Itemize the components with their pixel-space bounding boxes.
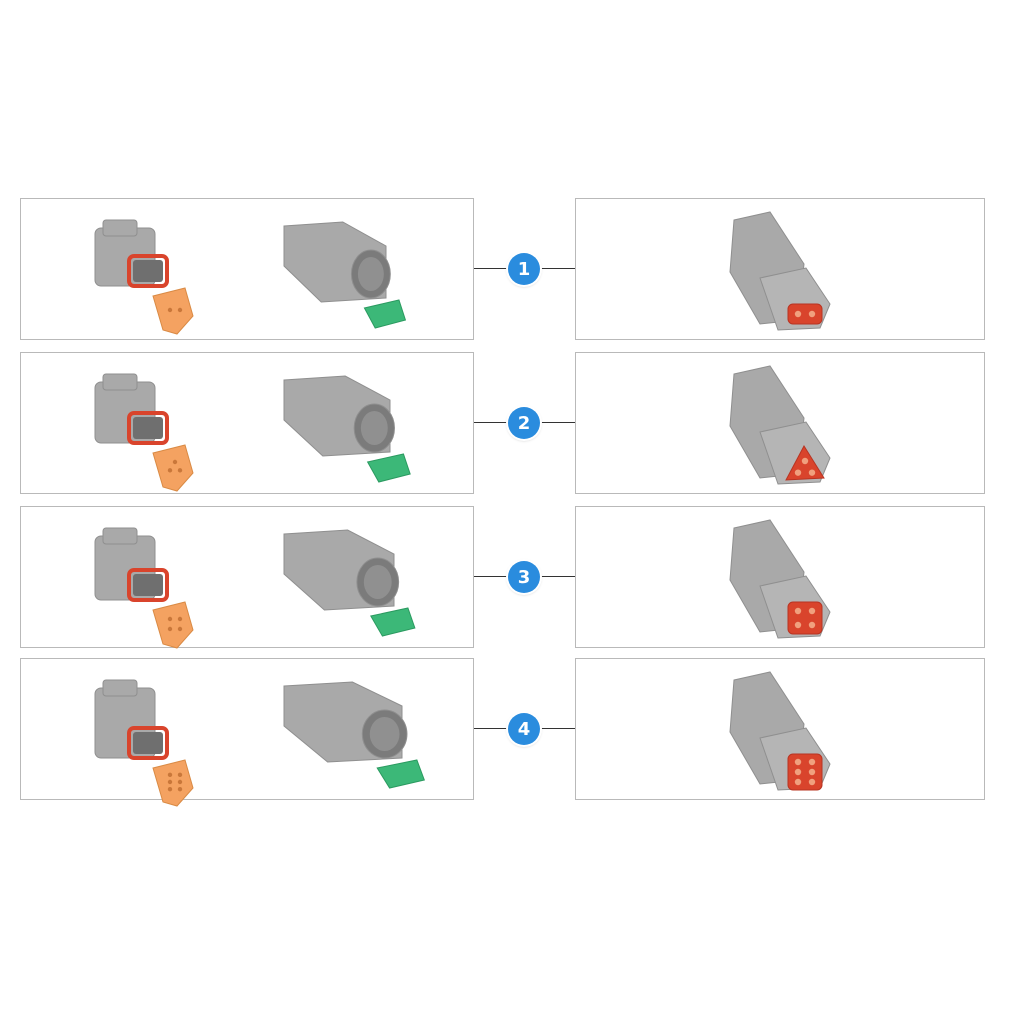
- plug-with-wedge-4: [283, 681, 425, 789]
- row-number-badge: 1: [508, 253, 540, 285]
- orange-wedge: [152, 601, 194, 649]
- assembled-connector-3: [729, 519, 831, 639]
- pin-face: [787, 601, 823, 635]
- green-wedge: [376, 759, 425, 789]
- row-number-badge: 4: [508, 713, 540, 745]
- receptacle-with-wedge-1: [94, 219, 194, 335]
- receptacle-with-wedge-3: [94, 527, 194, 649]
- row-number-badge: 2: [508, 407, 540, 439]
- green-wedge: [370, 607, 416, 637]
- assembled-connector-4: [729, 671, 831, 791]
- receptacle-with-wedge-2: [94, 373, 194, 492]
- assembled-connector-1: [729, 211, 831, 331]
- assembled-connector-2: [729, 365, 831, 485]
- green-wedge: [366, 453, 411, 483]
- orange-wedge: [152, 759, 194, 807]
- plug-with-wedge-1: [283, 221, 407, 329]
- green-wedge: [363, 299, 407, 329]
- plug-with-wedge-2: [283, 375, 411, 483]
- receptacle-with-wedge-4: [94, 679, 194, 807]
- row-number-badge: 3: [508, 561, 540, 593]
- pin-face: [787, 753, 823, 791]
- orange-wedge: [152, 444, 194, 492]
- pin-face: [787, 303, 823, 325]
- orange-wedge: [152, 287, 194, 335]
- plug-with-wedge-3: [283, 529, 416, 637]
